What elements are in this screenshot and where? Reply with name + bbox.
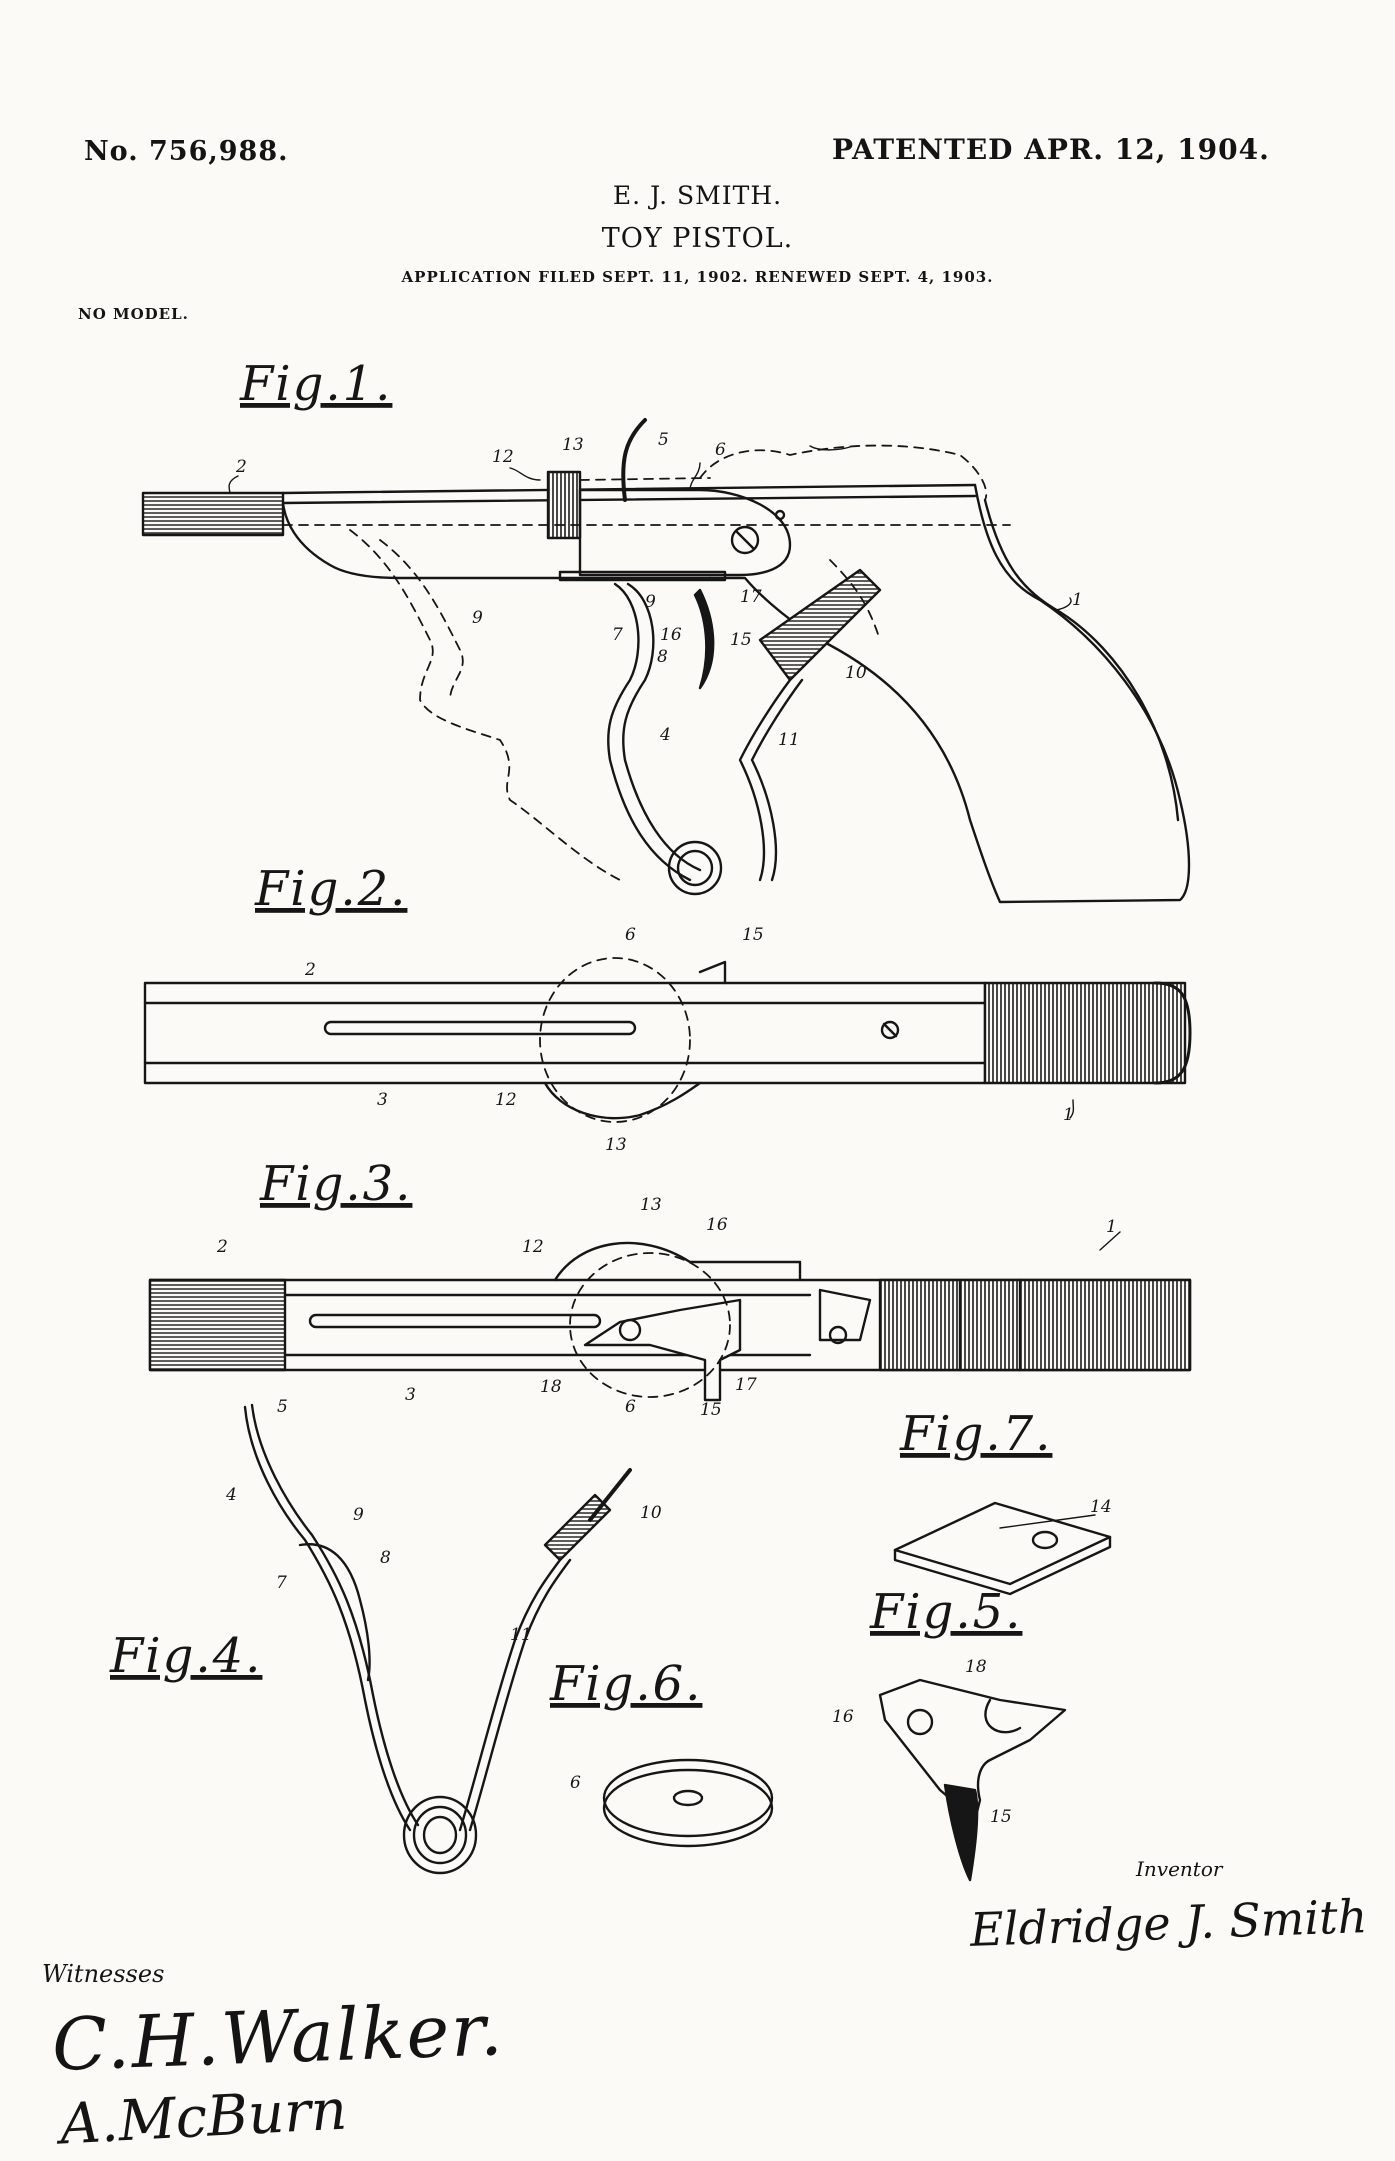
ref-numeral-15-fig2: 15 (742, 925, 764, 945)
ref-numeral-16: 16 (660, 625, 682, 645)
ref-numeral-14-fig7: 14 (1090, 1497, 1112, 1517)
fig4-label: Fig.4. (109, 1628, 262, 1684)
ref-numeral-11-fig4: 11 (510, 1625, 532, 1645)
fig1-label: Fig.1. (239, 356, 392, 412)
ref-numeral-1-fig3: 1 (1106, 1217, 1117, 1237)
ref-numeral-3-fig3: 3 (405, 1385, 416, 1405)
fig6-label: Fig.6. (549, 1656, 702, 1712)
ref-numeral-12-fig2: 12 (495, 1090, 517, 1110)
ref-numeral-13-fig2: 13 (605, 1135, 627, 1155)
ref-numeral-9: 9 (472, 608, 483, 628)
ref-numeral-17: 17 (740, 587, 762, 607)
ref-numeral-6: 6 (715, 440, 726, 460)
ref-numeral-7: 7 (612, 625, 623, 645)
ref-numeral-7-fig4: 7 (276, 1573, 287, 1593)
ref-numeral-13-fig3: 13 (640, 1195, 662, 1215)
ref-numeral-10-fig4: 10 (640, 1503, 662, 1523)
ref-numeral-15: 15 (730, 630, 752, 650)
ref-numeral-4: 4 (659, 725, 671, 745)
ref-numeral-9-fig4: 9 (353, 1505, 364, 1525)
inventor-label: Inventor (1136, 1857, 1222, 1881)
ref-numeral-11: 11 (778, 730, 800, 750)
ref-numeral-9b: 9 (645, 592, 656, 612)
ref-numeral-5-fig4: 5 (277, 1397, 288, 1417)
fig5-label: Fig.5. (869, 1584, 1022, 1640)
ref-numeral-1: 1 (1072, 590, 1083, 610)
ref-numeral-8-fig4: 8 (380, 1548, 391, 1568)
ref-numeral-13: 13 (562, 435, 584, 455)
ref-numeral-6-fig3: 6 (625, 1397, 636, 1417)
ref-numeral-4-fig4: 4 (225, 1485, 237, 1505)
ref-numeral-2-fig2: 2 (304, 960, 316, 980)
fig2-pistol-top-view (145, 958, 1190, 1122)
fig7-plate (895, 1503, 1110, 1594)
ref-numeral-6-fig2: 6 (625, 925, 636, 945)
ref-numeral-12: 12 (492, 447, 514, 467)
ref-numeral-15-fig3: 15 (700, 1400, 722, 1420)
fig7-label: Fig.7. (899, 1406, 1052, 1462)
fig3-label: Fig.3. (259, 1156, 412, 1212)
ref-numeral-18-fig5: 18 (965, 1657, 987, 1677)
ref-numeral-17-fig3: 17 (735, 1375, 757, 1395)
ref-numeral-3-fig2: 3 (377, 1090, 388, 1110)
ref-numeral-16-fig3: 16 (706, 1215, 728, 1235)
ref-numeral-1-fig2: 1 (1063, 1105, 1074, 1125)
ref-numeral-5: 5 (658, 430, 669, 450)
ref-numeral-15-fig5: 15 (990, 1807, 1012, 1827)
ref-numeral-10: 10 (845, 663, 867, 683)
ref-numeral-16-fig5: 16 (832, 1707, 854, 1727)
fig2-label: Fig.2. (254, 861, 407, 917)
ref-numeral-2: 2 (235, 457, 247, 477)
fig4-spring-wire (245, 1405, 630, 1873)
witness-signature-1: C.H.Walker. (51, 1987, 506, 2087)
fig3-pistol-section-view (150, 1243, 1190, 1400)
fig6-washer (604, 1760, 772, 1846)
witnesses-label: Witnesses (42, 1960, 164, 1988)
ref-numeral-8: 8 (657, 647, 668, 667)
ref-numeral-6-fig6: 6 (570, 1773, 581, 1793)
ref-numeral-2-fig3: 2 (216, 1237, 228, 1257)
ref-numeral-18-fig3: 18 (540, 1377, 562, 1397)
fig5-trigger-plate (880, 1680, 1065, 1880)
ref-numeral-12-fig3: 12 (522, 1237, 544, 1257)
